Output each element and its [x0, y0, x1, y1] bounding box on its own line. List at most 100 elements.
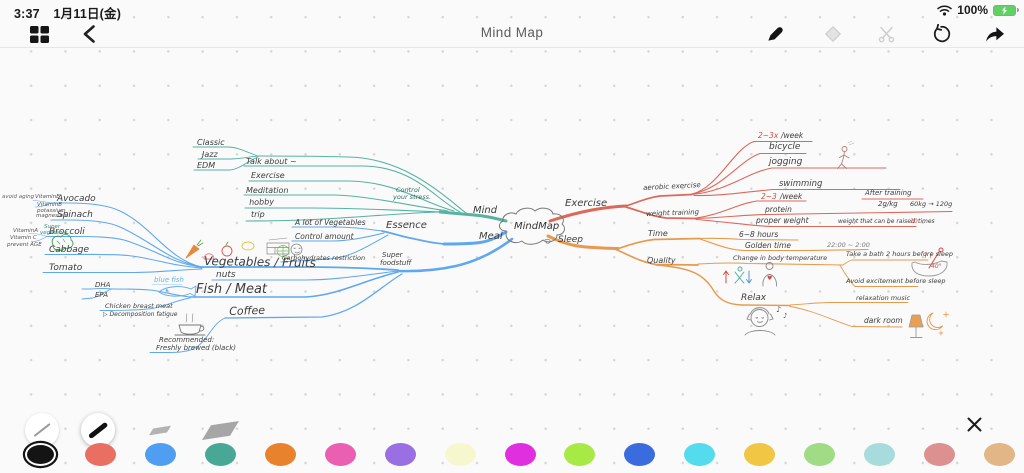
pen-icon: [768, 27, 783, 41]
ink-stroke: [51, 233, 74, 251]
ink-stroke: [699, 237, 799, 241]
battery-percent: 100%: [957, 3, 988, 17]
tool-bold-pen[interactable]: [81, 413, 115, 447]
ink-stroke: [789, 306, 903, 328]
pen-tool-button[interactable]: [760, 20, 790, 48]
ink-stroke: [695, 210, 953, 220]
tool-large-marker[interactable]: [201, 413, 239, 447]
ink-stroke: [293, 247, 301, 250]
close-pen-bar-button[interactable]: [963, 413, 985, 435]
status-right: 100%: [937, 3, 1019, 17]
pen-options-bar: [0, 405, 1024, 473]
ink-stroke: [625, 193, 693, 207]
ink-stroke: [203, 253, 215, 260]
ink-stroke: [290, 243, 303, 256]
ink-stroke: [908, 314, 924, 328]
ink-stroke: [44, 253, 203, 269]
ink-stroke: [185, 244, 200, 259]
ink-stroke: [56, 238, 66, 245]
ink-stroke: [158, 285, 197, 297]
ink-stroke: [42, 268, 203, 274]
ink-stroke: [243, 165, 461, 213]
ink-stroke: [789, 302, 909, 306]
ink-stroke: [257, 155, 467, 214]
small-marker-preview: [148, 425, 172, 435]
ink-stroke: [548, 204, 628, 223]
color-swatch-3[interactable]: [144, 443, 176, 466]
ink-stroke: [911, 260, 948, 277]
ink-stroke: [174, 324, 206, 336]
clock: 3:37: [14, 7, 40, 21]
color-swatch-8[interactable]: [444, 443, 476, 466]
color-swatch-17[interactable]: [984, 443, 1015, 466]
color-swatch-12[interactable]: [684, 443, 716, 466]
ink-stroke: [617, 237, 701, 250]
ink-stroke: [185, 313, 194, 323]
ink-stroke: [201, 266, 399, 271]
share-button[interactable]: [980, 20, 1010, 48]
ink-stroke: [197, 155, 259, 160]
ink-stroke: [111, 288, 191, 298]
cut-tool-button[interactable]: [871, 20, 901, 48]
ink-stroke: [691, 140, 813, 195]
color-swatch-14[interactable]: [804, 443, 836, 466]
ink-stroke: [837, 146, 850, 169]
color-swatch-16[interactable]: [924, 443, 956, 466]
ink-stroke: [189, 271, 399, 298]
page-title: Mind Map: [480, 25, 544, 40]
color-swatch-11[interactable]: [624, 443, 656, 466]
status-bar: 3:37 1月11日(金) 100%: [0, 0, 1024, 21]
back-button[interactable]: [74, 20, 104, 48]
color-swatch-2[interactable]: [84, 443, 116, 466]
ink-stroke: [291, 232, 385, 242]
close-icon: [967, 417, 981, 431]
ink-stroke: [34, 202, 52, 208]
bold-stroke-preview: [87, 421, 109, 439]
ink-stroke: [695, 218, 917, 228]
ink-stroke: [50, 219, 203, 268]
color-swatch-1[interactable]: [25, 443, 56, 466]
ink-stroke: [842, 259, 929, 266]
ink-stroke: [691, 167, 887, 196]
share-arrow-icon: [986, 27, 1004, 42]
ink-stroke: [699, 238, 869, 252]
ink-stroke: [546, 234, 620, 250]
ink-stroke: [625, 206, 697, 220]
color-swatch-4[interactable]: [204, 443, 236, 466]
ink-stroke: [924, 251, 932, 259]
ink-stroke: [755, 317, 764, 319]
ink-stroke: [243, 194, 449, 212]
color-swatch-7[interactable]: [384, 443, 416, 466]
tool-small-marker[interactable]: [143, 413, 177, 447]
ink-stroke: [248, 180, 455, 212]
ink-stroke: [165, 289, 168, 292]
ink-stroke: [723, 270, 729, 284]
color-swatch-13[interactable]: [744, 443, 776, 466]
color-swatch-10[interactable]: [564, 443, 596, 466]
ink-stroke: [381, 230, 445, 245]
undo-button[interactable]: [926, 20, 956, 48]
ink-stroke: [697, 262, 844, 266]
ink-stroke: [544, 238, 551, 244]
color-swatch-5[interactable]: [264, 443, 296, 466]
ink-stroke: [30, 236, 48, 242]
ink-stroke: [691, 152, 807, 195]
ink-stroke: [245, 211, 441, 222]
ink-stroke: [99, 297, 191, 311]
ink-stroke: [224, 273, 403, 319]
color-swatch-9[interactable]: [504, 443, 536, 466]
color-swatch-6[interactable]: [324, 443, 356, 466]
thumbnails-grid-button[interactable]: [24, 20, 54, 48]
eraser-tool-button[interactable]: [818, 20, 848, 48]
ink-stroke: [291, 226, 383, 232]
ink-stroke: [396, 237, 514, 273]
ink-stroke: [744, 307, 776, 336]
color-swatch-15[interactable]: [864, 443, 896, 466]
ink-stroke: [438, 210, 508, 223]
ink-stroke: [498, 207, 565, 245]
ink-stroke: [910, 326, 923, 338]
tool-fine-pen[interactable]: [25, 413, 59, 447]
eraser-icon: [825, 26, 841, 42]
